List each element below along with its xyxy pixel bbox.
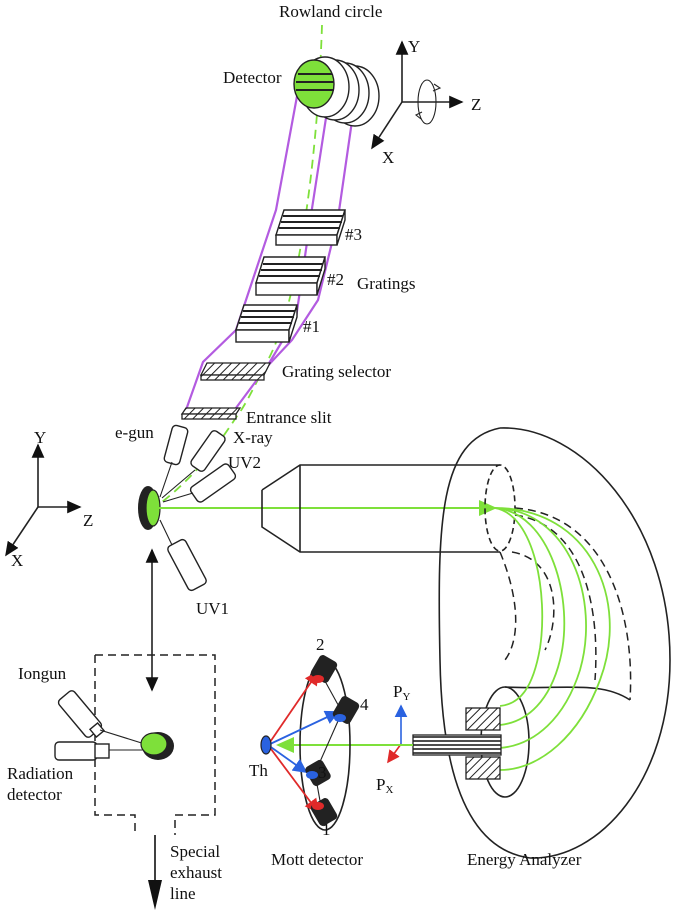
grating-1-label: #1 [303,317,320,336]
x-ray-label: X-ray [233,428,273,447]
e-gun-label: e-gun [115,423,154,442]
spin-axes [387,704,408,764]
axes-left [5,443,82,557]
axis-z-label-left: Z [83,511,93,530]
p-y-main: P [393,682,402,701]
grating-1 [235,304,298,343]
p-y-sub: Y [402,691,410,703]
rowland-circle-label: Rowland circle [279,2,382,21]
uv2-source [162,463,237,503]
sample [138,486,161,530]
th-label: Th [249,761,268,780]
energy-analyzer [412,427,671,859]
exhaust-arrow-head [148,880,162,910]
axis-x-label-left: X [11,551,23,570]
axis-y-label-top: Y [408,37,420,56]
grating-2 [255,256,326,296]
mott-detector [260,655,360,831]
p-y-label: PY [393,682,410,703]
detector-label: Detector [223,68,282,87]
electron-lens [261,464,500,553]
gratings-label: Gratings [357,274,416,293]
preparation-chamber [54,654,216,835]
p-x-main: P [376,775,385,794]
mott-detector-label: Mott detector [271,850,363,869]
grating-2-label: #2 [327,270,344,289]
axis-y-label-left: Y [34,428,46,447]
entrance-slit [180,407,242,420]
radiation-label-1: Radiation [7,764,74,783]
iongun-label: Iongun [18,664,67,683]
mott-num-1: 1 [322,820,331,839]
e-gun [159,424,189,498]
entrance-slit-label: Entrance slit [246,408,332,427]
special-label: Special [170,842,220,861]
uv1-source [159,519,207,592]
detector [293,56,380,127]
mott-num-4: 4 [360,695,369,714]
grating-selector [199,362,272,381]
x-ray-source [161,430,226,499]
mott-num-3: 3 [318,763,327,782]
line-label: line [170,884,196,903]
p-x-sub: X [385,784,393,796]
p-x-label: PX [376,775,393,796]
axis-x-label-top: X [382,148,394,167]
grating-selector-label: Grating selector [282,362,391,381]
grating-3 [275,209,346,246]
axis-z-label-top: Z [471,95,481,114]
mott-num-2: 2 [316,635,325,654]
radiation-label-2: detector [7,785,62,804]
energy-analyzer-label: Energy Analyzer [467,850,582,869]
uv1-label: UV1 [196,599,229,618]
axes-top-right [371,40,464,150]
exhaust-label: exhaust [170,863,222,882]
uv2-label: UV2 [228,453,261,472]
grating-3-label: #3 [345,225,362,244]
